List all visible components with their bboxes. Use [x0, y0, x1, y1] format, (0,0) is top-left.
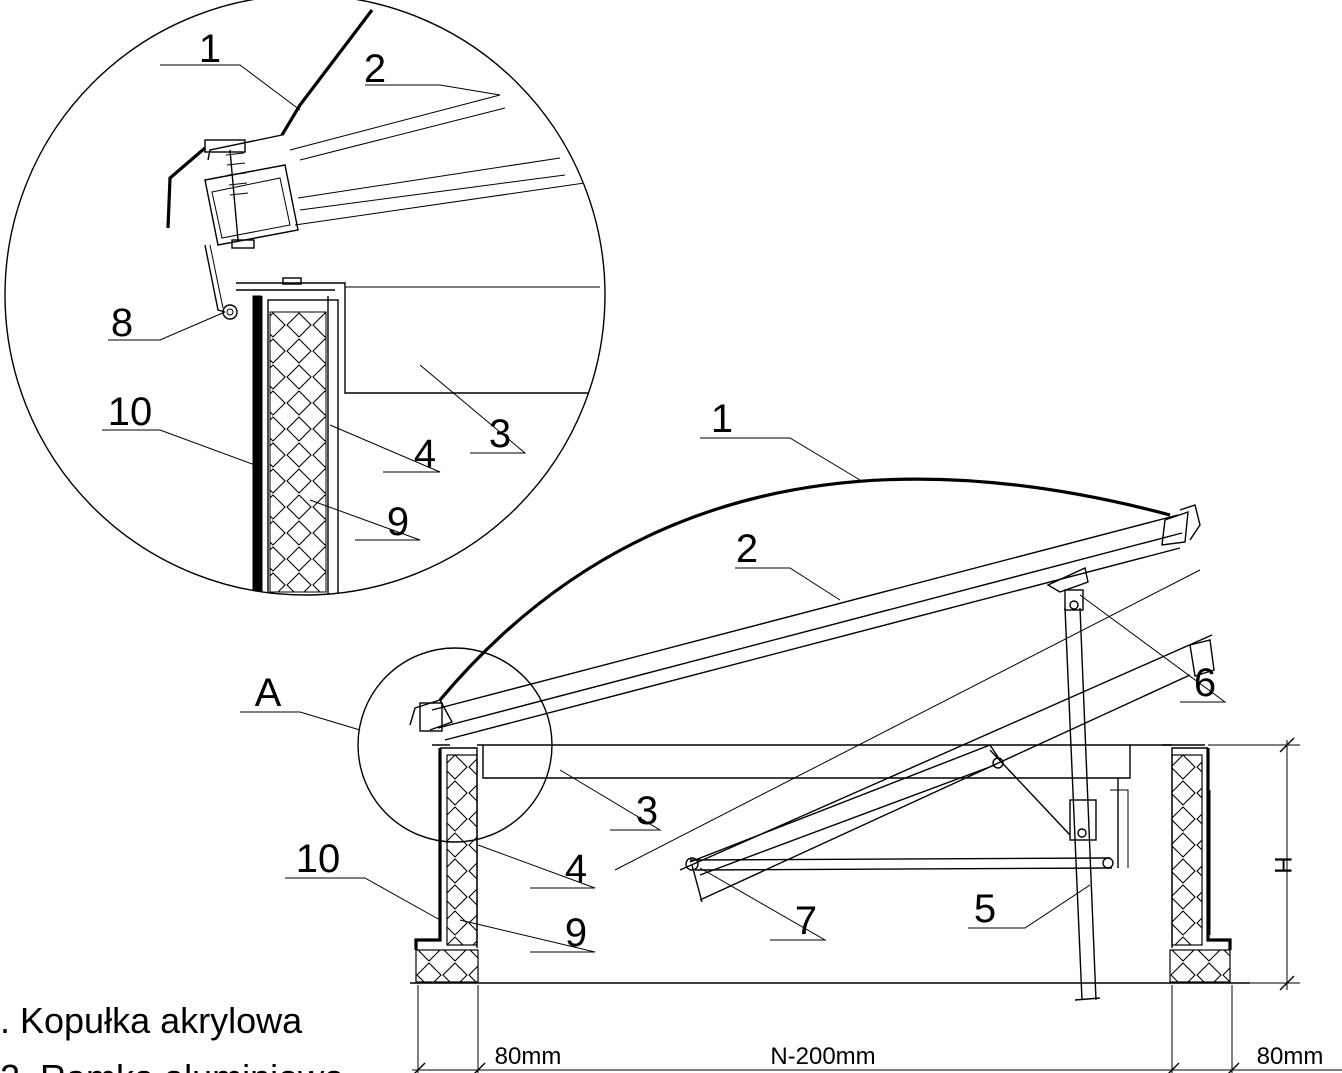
detail-callout-4: 4 [414, 432, 436, 476]
gas-strut-cylinder [1189, 639, 1215, 677]
curb-left [414, 744, 479, 983]
detail-callout-8: 8 [111, 301, 133, 345]
detail-circle [4, 0, 606, 596]
detail-upper-frame [236, 282, 600, 394]
frame-top-edge [431, 514, 1179, 711]
detail-dome-edge [166, 146, 207, 229]
legend-item-1: . Kopułka akrylowa [0, 1000, 303, 1041]
scissor-arm-lower [689, 857, 1111, 861]
dim-right-width: 80mm [1257, 1043, 1324, 1070]
main-callout-4: 4 [565, 847, 587, 891]
main-section-view: 1 2 6 A 3 10 4 9 7 5 80mm N-200mm 80mm H [240, 397, 1342, 1073]
detail-curb-liner [252, 295, 262, 595]
detail-curb-wall [267, 299, 339, 595]
dimension-lines [412, 737, 1342, 1073]
detail-frame-profile [204, 164, 299, 246]
frame-bottom-edge [437, 532, 1183, 729]
main-callout-2: 2 [736, 527, 758, 571]
main-callout-6: 6 [1194, 661, 1216, 705]
detail-callout-2: 2 [364, 47, 386, 91]
main-callout-1: 1 [711, 397, 733, 441]
curb-right [1162, 744, 1232, 983]
legend: . Kopułka akrylowa 2. Ramka aluminiowa [0, 1000, 345, 1073]
legend-item-2: 2. Ramka aluminiowa [0, 1057, 345, 1073]
vertical-strut [1064, 607, 1083, 1001]
frame-clip-left [409, 699, 454, 731]
main-callout-7: 7 [795, 899, 817, 943]
dim-left-width: 80mm [495, 1043, 562, 1070]
frame-clip-right [1161, 510, 1189, 546]
curb-frame-profile [482, 745, 1131, 779]
detail-callout-3: 3 [489, 412, 511, 456]
detail-dome-shell [280, 9, 374, 136]
scissor-arm-upper [689, 744, 1001, 863]
detail-callout-1: 1 [199, 27, 221, 71]
detail-hinge-pin [222, 304, 238, 320]
dim-middle-width: N-200mm [770, 1043, 875, 1070]
detail-cap [204, 139, 246, 153]
main-callout-9: 9 [565, 911, 587, 955]
main-callout-10: 10 [296, 837, 341, 881]
detail-insulation [269, 311, 327, 593]
main-callout-5: 5 [974, 887, 996, 931]
dim-height: H [1269, 856, 1296, 873]
main-callout-3: 3 [636, 789, 658, 833]
dome-arc [438, 477, 1171, 702]
hinge-bracket [1046, 566, 1089, 593]
detail-a-view: 1 2 8 10 3 4 9 [4, 0, 606, 596]
detail-callout-9: 9 [387, 500, 409, 544]
main-callout-a: A [255, 671, 282, 715]
detail-callout-10: 10 [108, 390, 153, 434]
